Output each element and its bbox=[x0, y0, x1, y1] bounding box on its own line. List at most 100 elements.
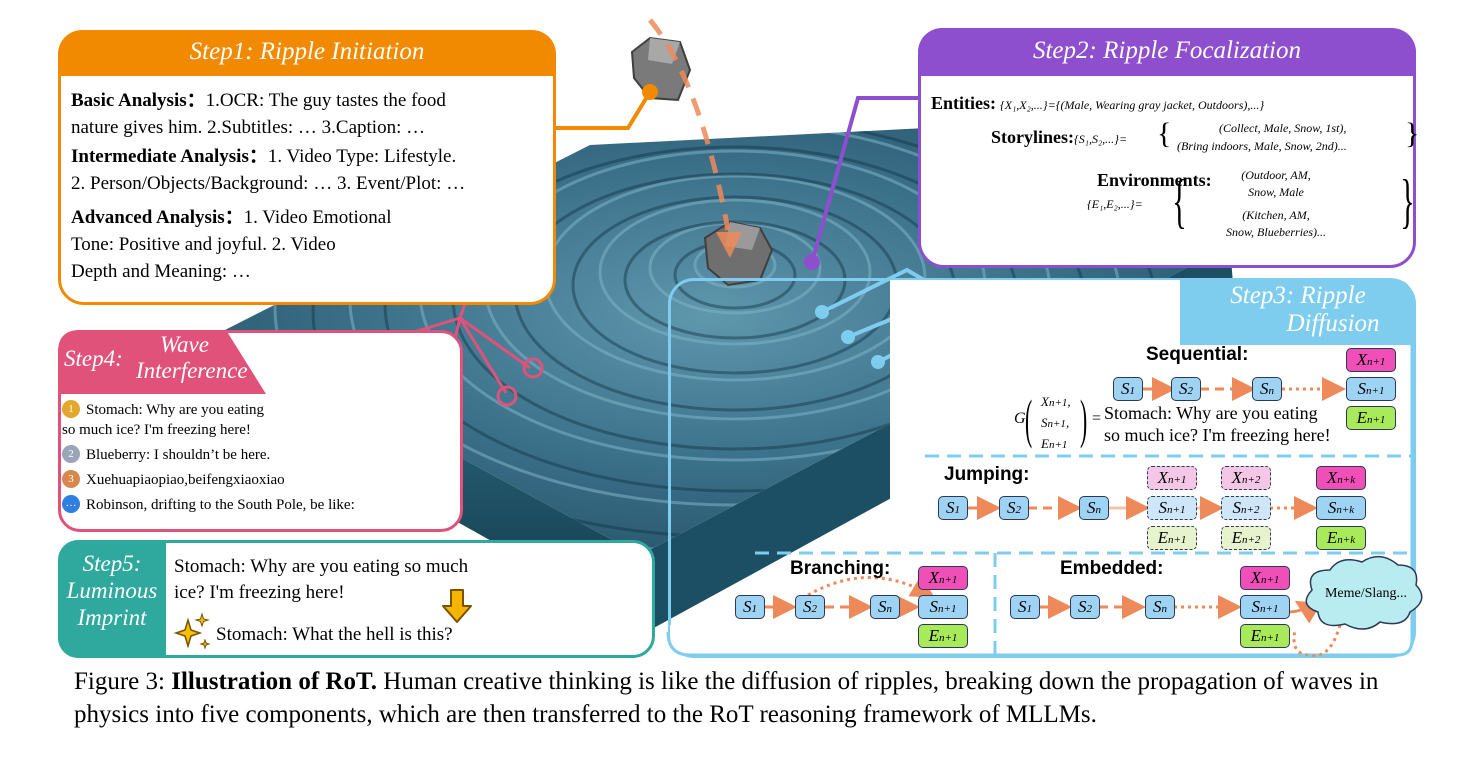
embed-node-s2: S2 bbox=[1070, 595, 1100, 619]
step2-env-values: (Outdoor, AM, Snow, Male (Kitchen, AM, S… bbox=[1191, 167, 1361, 241]
node-sub: n bbox=[1268, 385, 1275, 397]
step4-list: 1 Stomach: Why are you eating so much ic… bbox=[62, 400, 460, 515]
step2-connector bbox=[810, 96, 920, 263]
more-icon: … bbox=[62, 495, 80, 513]
step4-title-prefix: Step4: bbox=[64, 346, 123, 371]
step4-item: … Robinson, drifting to the South Pole, … bbox=[62, 495, 460, 515]
sequential-text-2: so much ice? I'm freezing here! bbox=[1104, 425, 1331, 445]
step1-adv-text-2: Tone: Positive and joyful. 2. Video bbox=[71, 234, 336, 255]
step3-panel-shape bbox=[666, 278, 1414, 657]
node-letter: S bbox=[1357, 379, 1367, 398]
step1-advanced: Advanced Analysis：1. Video Emotional Ton… bbox=[71, 204, 471, 285]
step3-panel-fill bbox=[670, 280, 1412, 655]
step5-title-line3: Imprint bbox=[77, 605, 147, 630]
figure-caption: Figure 3: Illustration of RoT. Human cre… bbox=[74, 665, 1414, 731]
step1-inter-label: Intermediate Analysis： bbox=[71, 146, 268, 167]
step1-title: Step1: Ripple Initiation bbox=[189, 38, 425, 65]
caption-prefix: Figure 3: bbox=[74, 668, 172, 695]
seq-node-xn1: Xn+1 bbox=[1346, 348, 1396, 372]
g-formula: G ( Xn+1, Sn+1, En+1 ) = bbox=[1014, 388, 1101, 458]
seq-node-s2: S2 bbox=[1171, 377, 1201, 401]
g-formula-s-sub: n+1 bbox=[1047, 418, 1066, 430]
node-sub: n+1 bbox=[1167, 534, 1187, 546]
seq-node-sn: Sn bbox=[1252, 377, 1282, 401]
step4-item-text-1: Stomach: Why are you eating bbox=[86, 402, 265, 418]
step5-text-3: Stomach: What the hell is this? bbox=[216, 624, 453, 645]
branch-node-s2: S2 bbox=[795, 595, 825, 619]
embed-node-xn1: Xn+1 bbox=[1240, 566, 1290, 590]
node-sub: n bbox=[1161, 603, 1168, 615]
step1-inter-text-1: 1. Video Type: Lifestyle. bbox=[267, 146, 457, 167]
node-sub: 2 bbox=[1187, 385, 1194, 397]
gold-medal-icon: 1 bbox=[62, 400, 80, 418]
node-letter: S bbox=[803, 597, 812, 616]
node-sub: n bbox=[886, 603, 893, 615]
jump-node-xn2: Xn+2 bbox=[1221, 466, 1271, 490]
step4-item-text-2: so much ice? I'm freezing here! bbox=[62, 422, 251, 438]
node-letter: X bbox=[1250, 568, 1261, 587]
step3-connector-dot bbox=[815, 305, 829, 319]
embed-node-en1: En+1 bbox=[1240, 624, 1290, 648]
jump-node-xnk: Xn+k bbox=[1316, 466, 1366, 490]
step4-connector bbox=[458, 317, 508, 394]
step1-intermediate: Intermediate Analysis：1. Video Type: Lif… bbox=[71, 143, 557, 197]
g-formula-vector: Xn+1, Sn+1, En+1 bbox=[1041, 394, 1071, 451]
g-formula-x-sub: n+1 bbox=[1048, 397, 1068, 409]
step2-storylines-set: {S₁,S₂,...}= bbox=[1074, 132, 1128, 146]
jump-node-enk: En+k bbox=[1316, 526, 1366, 550]
flow-arrows bbox=[764, 377, 1423, 658]
step2-entities-label: Entities: bbox=[931, 93, 996, 113]
step2-storylines-brace: { bbox=[1157, 117, 1172, 150]
node-letter: S bbox=[1260, 379, 1269, 398]
step1-inter-text-2: 2. Person/Objects/Background: … 3. Event… bbox=[71, 173, 466, 194]
step5-title-line2: Luminous bbox=[66, 578, 158, 603]
step4-item-text-1: Xuehuapiaopiao,beifengxiaoxiao bbox=[86, 472, 285, 488]
sequential-text: Stomach: Why are you eating so much ice?… bbox=[1104, 402, 1331, 446]
g-formula-e-sub: n+1 bbox=[1048, 439, 1068, 451]
node-letter: S bbox=[1251, 597, 1261, 616]
node-sub: 1 bbox=[1129, 385, 1136, 397]
node-letter: S bbox=[878, 597, 887, 616]
silver-medal-icon: 2 bbox=[62, 445, 80, 463]
node-letter: S bbox=[1078, 597, 1087, 616]
node-letter: X bbox=[928, 568, 939, 587]
node-sub: n+k bbox=[1336, 504, 1355, 516]
branching-label: Branching: bbox=[790, 558, 891, 579]
step5-panel bbox=[58, 540, 655, 658]
node-sub: n+1 bbox=[1260, 632, 1280, 644]
embed-return-curve bbox=[1292, 624, 1342, 658]
node-letter: S bbox=[929, 597, 939, 616]
g-formula-paren: ( bbox=[1025, 389, 1033, 449]
node-letter: E bbox=[1326, 528, 1338, 547]
node-letter: S bbox=[946, 498, 955, 517]
embed-node-sn1: Sn+1 bbox=[1240, 595, 1290, 619]
step4-item: 2 Blueberry: I shouldn’t be here. bbox=[62, 445, 460, 465]
step2-env-line4: Snow, Blueberries)... bbox=[1225, 225, 1327, 239]
step2-env-brace: { bbox=[1172, 168, 1187, 234]
node-sub: n+k bbox=[1337, 474, 1356, 486]
g-formula-e: E bbox=[1041, 436, 1049, 451]
rock-trajectory-arrowhead bbox=[716, 232, 742, 258]
node-letter: S bbox=[1232, 498, 1242, 517]
step1-connector bbox=[553, 90, 652, 130]
node-sub: n+1 bbox=[1260, 574, 1280, 586]
node-sub: n+1 bbox=[1167, 504, 1186, 516]
step2-storylines: Storylines:{S₁,S₂,...}= bbox=[991, 127, 1127, 148]
step4-title-line2: Interference bbox=[136, 358, 248, 383]
step2-storylines-values: (Collect, Male, Snow, 1st), (Bring indoo… bbox=[1177, 119, 1347, 155]
step1-basic-text-2: nature gives him. 2.Subtitles: … 3.Capti… bbox=[71, 117, 426, 138]
step2-environments-set: {E₁,E₂,...}= bbox=[1087, 197, 1143, 211]
node-letter: S bbox=[1153, 597, 1162, 616]
node-sub: n+1 bbox=[1167, 474, 1187, 486]
step2-title: Step2: Ripple Focalization bbox=[1032, 37, 1301, 64]
branch-node-xn1: Xn+1 bbox=[918, 566, 968, 590]
node-sub: n+k bbox=[1337, 534, 1356, 546]
step1-panel: Step1: Ripple Initiation Basic Analysis：… bbox=[58, 30, 556, 305]
node-sub: n+1 bbox=[1260, 603, 1279, 615]
step2-connector-dot bbox=[804, 254, 820, 270]
step4-connector bbox=[459, 316, 531, 370]
step2-storylines-line1: (Collect, Male, Snow, 1st), bbox=[1219, 121, 1347, 135]
node-sub: n+1 bbox=[1366, 385, 1385, 397]
step3-header bbox=[1180, 280, 1412, 345]
seq-node-en1: En+1 bbox=[1346, 406, 1396, 430]
